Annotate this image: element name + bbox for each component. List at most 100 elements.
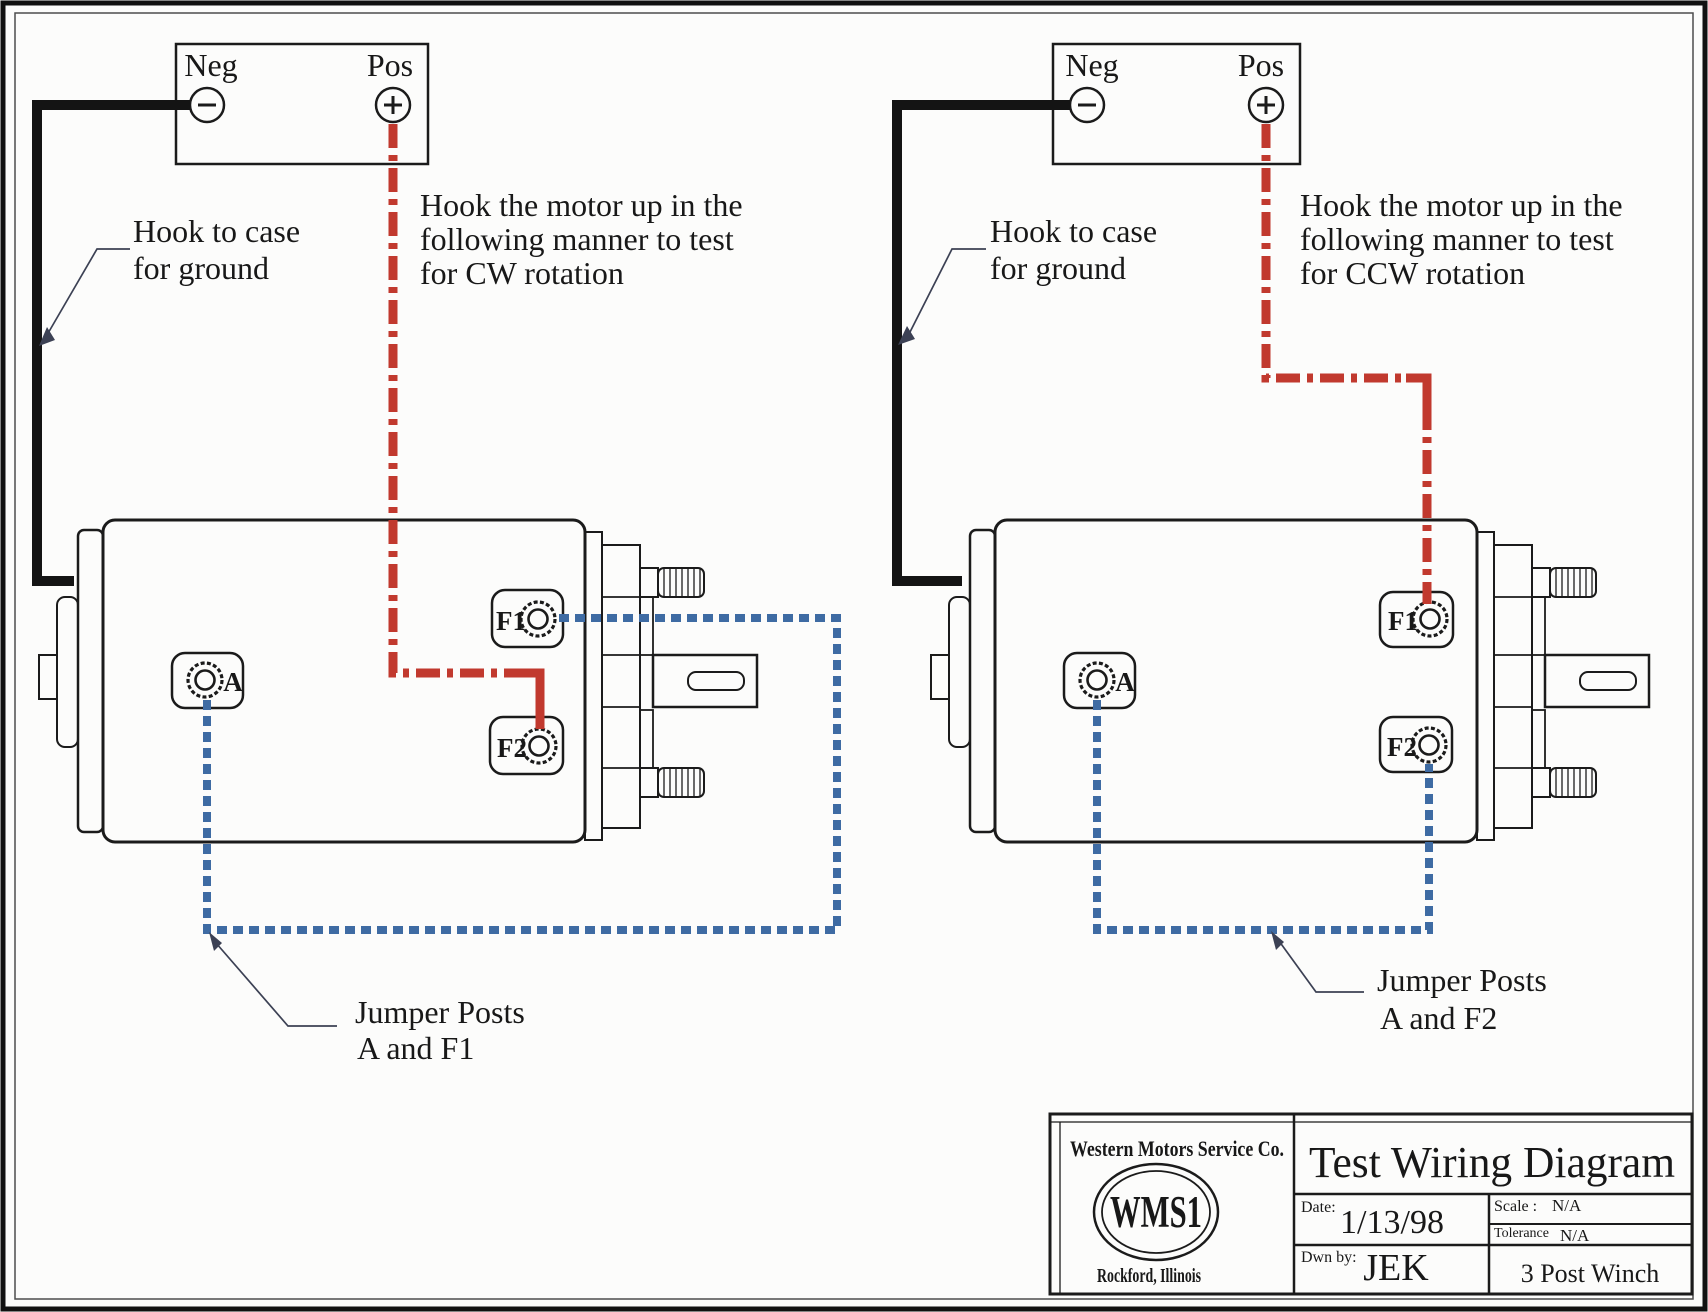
jumper-note-leader xyxy=(1278,940,1364,993)
drawing-title: Test Wiring Diagram xyxy=(1309,1138,1675,1187)
rotation-note-line2: following manner to test xyxy=(420,221,734,257)
post-a-terminal-icon xyxy=(186,661,224,699)
post-f1-label: F1 xyxy=(496,606,526,636)
post-f1-terminal-icon xyxy=(1411,600,1449,638)
stud-thread xyxy=(1549,767,1597,798)
part-name: 3 Post Winch xyxy=(1521,1259,1660,1288)
positive-wire-end xyxy=(524,668,545,729)
logo-ellipse-icon xyxy=(1101,1170,1211,1254)
jumper-note-line1: Jumper Posts xyxy=(355,994,525,1030)
company-location: Rockford, Illinois xyxy=(1097,1265,1201,1287)
post-a-label: A xyxy=(1115,667,1135,697)
motor-mount-tab xyxy=(930,654,950,700)
rotation-note-line3: for CCW rotation xyxy=(1300,255,1525,291)
stud-shank xyxy=(1531,767,1551,798)
post-f2-pad xyxy=(488,715,565,776)
stud-thread xyxy=(657,567,705,598)
flange-boss xyxy=(1531,709,1546,769)
scale-value: N/A xyxy=(1552,1196,1582,1215)
stud-shank xyxy=(1531,567,1551,598)
stud-thread-hatch xyxy=(1555,769,1593,796)
motor-end-plate xyxy=(968,528,997,834)
ccw-test-diagram: Neg Pos xyxy=(892,42,1651,1036)
stud-thread-hatch xyxy=(1555,569,1593,596)
pos-terminal-icon xyxy=(1247,86,1285,124)
scale-label: Scale : xyxy=(1494,1198,1537,1215)
logo-ellipse-icon xyxy=(1092,1162,1220,1262)
shaft-keyway xyxy=(687,671,745,691)
pos-terminal-icon xyxy=(374,86,412,124)
jumper-note-line2: A and F2 xyxy=(1380,1000,1497,1036)
ground-note-line1: Hook to case xyxy=(133,213,300,249)
stud-thread-hatch xyxy=(663,769,701,796)
post-f2-terminal-icon xyxy=(1418,734,1440,756)
motor-flange xyxy=(1493,544,1533,829)
flange-boss xyxy=(639,596,654,656)
ground-note-line2: for ground xyxy=(133,250,269,286)
rotation-note-line3: for CW rotation xyxy=(420,255,624,291)
motor-shaft xyxy=(1543,653,1651,709)
post-f2-terminal-icon xyxy=(528,735,550,757)
stud-thread xyxy=(1549,567,1597,598)
ground-note-leader xyxy=(46,248,130,336)
post-a-terminal-icon xyxy=(194,669,216,691)
motor-end-plate xyxy=(76,528,105,834)
jumper-wire xyxy=(203,614,841,934)
motor-front-plate xyxy=(1476,531,1495,841)
motor-front-plate xyxy=(584,531,603,841)
post-f1-terminal-icon xyxy=(527,608,549,630)
post-f2-terminal-icon xyxy=(1410,726,1448,764)
post-f2-label: F2 xyxy=(1387,732,1417,762)
post-f2-pad xyxy=(1378,715,1454,774)
flange-boss xyxy=(639,709,654,769)
post-f1-pad xyxy=(1378,590,1455,649)
ground-note-line1: Hook to case xyxy=(990,213,1157,249)
page-inner-border xyxy=(14,12,1694,1300)
post-a-terminal-icon xyxy=(1086,669,1108,691)
ground-wire xyxy=(32,100,190,586)
date-value: 1/13/98 xyxy=(1340,1204,1444,1241)
motor-body xyxy=(993,518,1479,844)
company-name: Western Motors Service Co. xyxy=(1070,1136,1284,1161)
motor-shaft xyxy=(651,653,759,709)
logo-text: WMS1 xyxy=(1110,1187,1202,1237)
motor-flange xyxy=(601,544,641,829)
battery-pos-label: Pos xyxy=(367,47,413,83)
jumper-note-leader xyxy=(215,942,337,1027)
rotation-note-line2: following manner to test xyxy=(1300,221,1614,257)
title-block-border xyxy=(1048,1112,1694,1296)
leader-arrowhead-icon xyxy=(209,932,222,951)
stud-thread xyxy=(657,767,705,798)
motor-cw: A F1 F2 xyxy=(38,518,759,844)
post-f1-terminal-icon xyxy=(519,600,557,638)
shaft-keyway xyxy=(1579,671,1637,691)
cw-test-diagram: Neg Pos xyxy=(32,42,841,1066)
tolerance-value: N/A xyxy=(1560,1226,1590,1245)
positive-wire-elbow xyxy=(1406,373,1432,406)
jumper-note-line2: A and F1 xyxy=(357,1030,474,1066)
post-a-label: A xyxy=(223,667,243,697)
title-block: Western Motors Service Co. WMS1 Rockford… xyxy=(1048,1112,1694,1296)
motor-ccw: A F1 F2 xyxy=(930,518,1651,844)
post-f1-label: F1 xyxy=(1388,606,1418,636)
ground-note-leader xyxy=(907,248,986,337)
post-f2-terminal-icon xyxy=(520,727,558,765)
ground-wire xyxy=(892,100,1070,586)
leader-arrowhead-icon xyxy=(898,326,915,345)
rotation-note-line1: Hook the motor up in the xyxy=(1300,187,1623,223)
battery-pos-label: Pos xyxy=(1238,47,1284,83)
positive-wire xyxy=(388,124,528,678)
positive-wire xyxy=(1261,124,1410,383)
date-label: Date: xyxy=(1301,1199,1336,1216)
tolerance-label: Tolerance xyxy=(1494,1226,1549,1241)
ground-note-line2: for ground xyxy=(990,250,1126,286)
leader-arrowhead-icon xyxy=(1271,931,1284,950)
stud-shank xyxy=(639,567,659,598)
jumper-note-line1: Jumper Posts xyxy=(1377,962,1547,998)
battery-neg-label: Neg xyxy=(184,47,237,83)
stud-thread-hatch xyxy=(663,569,701,596)
stud-shank xyxy=(639,767,659,798)
